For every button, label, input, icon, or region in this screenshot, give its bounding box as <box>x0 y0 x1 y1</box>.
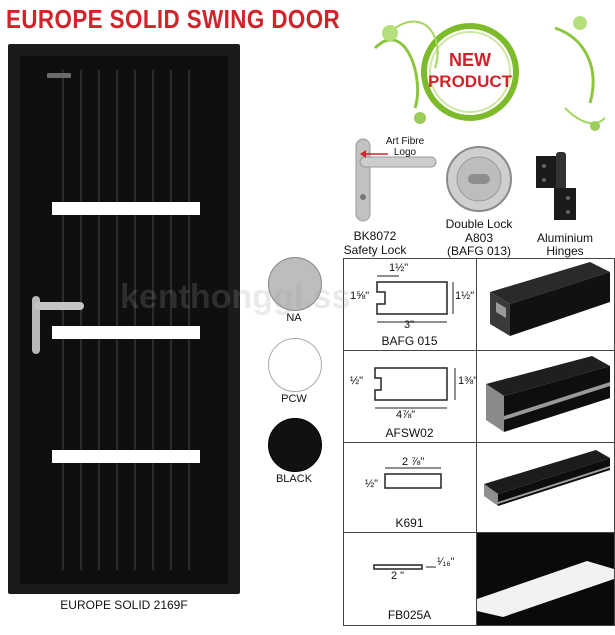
door-groove <box>116 70 118 570</box>
door-groove <box>98 70 100 570</box>
profile-drawing-k691 <box>384 467 442 489</box>
door-handle-icon <box>34 302 84 310</box>
new-product-badge: NEW PRODUCT <box>420 22 520 122</box>
profile-table-rule <box>343 442 615 443</box>
door-glass-strip <box>52 202 200 215</box>
color-label-pcw: PCW <box>281 393 307 405</box>
lock-model: BK8072 <box>353 229 397 243</box>
double-lock-icon <box>446 146 512 212</box>
color-label-black: BLACK <box>275 473 313 485</box>
profile-drawing-afsw02 <box>374 367 456 409</box>
door-groove <box>152 70 154 570</box>
color-swatch-pcw <box>268 338 322 392</box>
double-lock-name: Double Lock <box>445 217 513 231</box>
double-lock-model: A803 <box>464 231 494 245</box>
hinge-icon <box>536 152 576 220</box>
profile-photo-afsw02 <box>486 356 610 432</box>
door-model-label: EUROPE SOLID 2169F <box>60 598 188 612</box>
double-lock-code: (BAFG 013) <box>446 244 512 258</box>
door-logo-plate <box>47 73 71 78</box>
badge-line1: NEW <box>449 50 491 70</box>
dim-label: 1½" <box>389 262 409 274</box>
dim-label: 1⅜" <box>458 375 478 387</box>
profile-drawing-bafg015 <box>376 275 454 323</box>
door-glass-strip <box>52 326 200 339</box>
dim-label: 2 ⅞" <box>402 456 425 468</box>
profile-photo-k691 <box>484 450 610 506</box>
profile-code: AFSW02 <box>385 426 434 440</box>
profile-code: BAFG 015 <box>381 334 438 348</box>
door-groove <box>188 70 190 570</box>
dim-label: ½" <box>365 478 379 490</box>
dim-label: ½" <box>350 375 364 387</box>
hinges-type: Hinges <box>546 244 584 258</box>
profile-photo-fb025a <box>477 533 614 625</box>
profile-photo-bafg015 <box>490 262 610 336</box>
lock-type: Safety Lock <box>343 243 407 257</box>
color-label-na: NA <box>286 312 302 324</box>
floral-decoration-icon <box>373 16 606 131</box>
door-panel <box>20 56 228 584</box>
callout-arrow-icon <box>360 150 388 158</box>
door-groove <box>62 70 64 570</box>
dim-label: 1½" <box>455 290 475 302</box>
profile-table-rule <box>343 532 615 533</box>
door-glass-strip <box>52 450 200 463</box>
door-handle-plate <box>32 296 40 354</box>
profile-drawing-fb025a <box>373 564 436 570</box>
dim-label: ¹⁄₁₆" <box>437 556 455 568</box>
profile-table-rule <box>343 350 615 351</box>
profile-code: K691 <box>395 516 424 530</box>
lock-callout-text: Art Fibre Logo <box>385 136 425 158</box>
color-swatch-black <box>268 418 322 472</box>
badge-ring-icon <box>421 23 519 121</box>
door-groove <box>134 70 136 570</box>
door-groove <box>80 70 82 570</box>
dim-label: 4⅞" <box>396 409 416 421</box>
dim-label: 2 " <box>391 570 405 582</box>
watermark-text: kenthonggl.ss <box>120 278 351 316</box>
hinges-material: Aluminium <box>536 231 593 245</box>
dim-label: 1⅝" <box>350 290 370 302</box>
dim-label: 3" <box>404 319 415 331</box>
profile-code: FB025A <box>387 608 432 622</box>
page-title: EUROPE SOLID SWING DOOR <box>6 4 341 34</box>
safety-lock-icon <box>355 138 437 222</box>
door-groove <box>170 70 172 570</box>
color-swatch-na <box>268 257 322 311</box>
badge-line2: PRODUCT <box>427 72 513 91</box>
